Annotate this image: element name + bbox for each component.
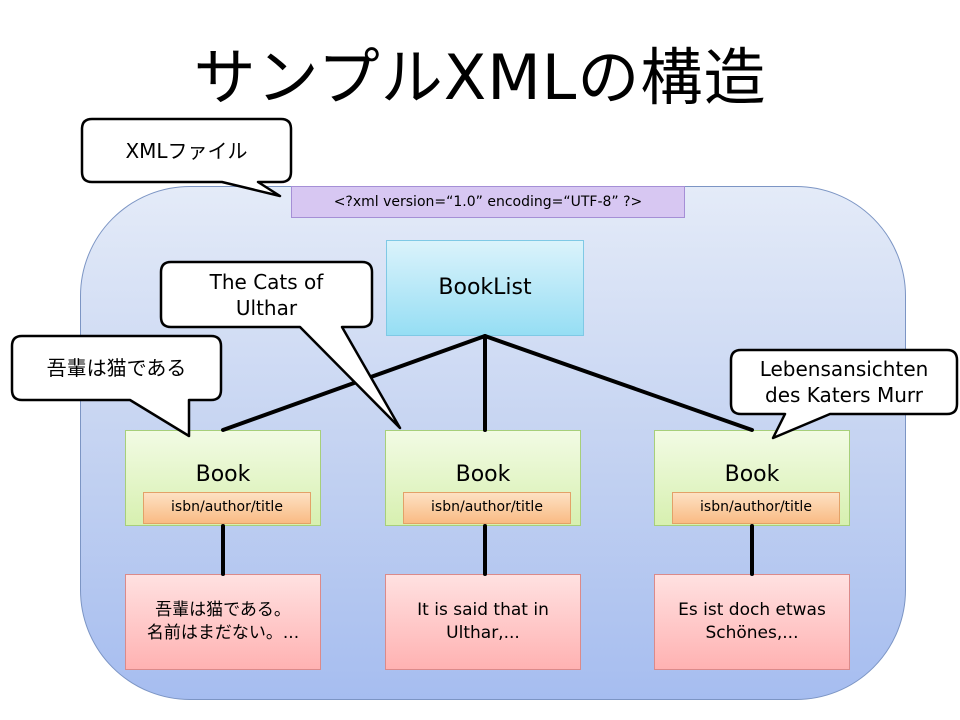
slide-title: サンプルXMLの構造: [193, 41, 767, 114]
edge-booklist-book3: [483, 334, 754, 432]
xml-declaration: <?xml version=“1.0” encoding=“UTF-8” ?>: [291, 186, 685, 218]
book-attributes: isbn/author/title: [672, 492, 840, 524]
book-label: Book: [195, 462, 251, 487]
book-label: Book: [455, 462, 511, 487]
callout-book3-bubble: [729, 348, 959, 440]
book-text-node: It is said that in Ulthar,...: [385, 574, 581, 670]
book-label: Book: [724, 462, 780, 487]
book-text-node: Es ist doch etwas Schönes,...: [654, 574, 850, 670]
callout-book1-bubble: [10, 334, 223, 438]
callout-xml-file: XMLファイル: [125, 138, 248, 163]
callout-xml-file-bubble: [80, 117, 293, 198]
book-attributes: isbn/author/title: [403, 492, 571, 524]
book-text-node: 吾輩は猫である。 名前はまだない。...: [125, 574, 321, 670]
book-node: Book isbn/author/title: [385, 430, 581, 526]
callout-book3-title: Lebensansichten des Katers Murr: [759, 357, 929, 407]
callout-book2-title: The Cats of Ulthar: [209, 269, 324, 320]
booklist-node: BookList: [386, 240, 584, 336]
book-attributes: isbn/author/title: [143, 492, 311, 524]
callout-book2-bubble: [159, 260, 402, 430]
callout-book1-title: 吾輩は猫である: [46, 356, 187, 380]
